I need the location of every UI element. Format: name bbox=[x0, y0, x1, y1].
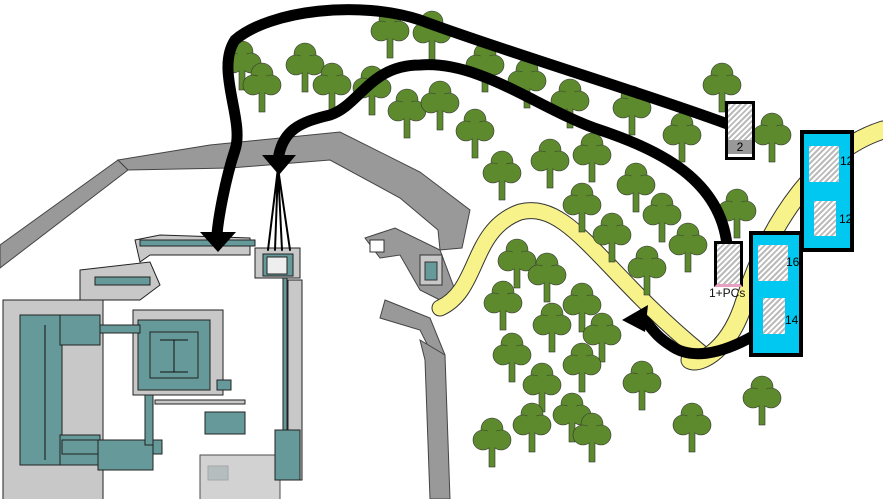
tree-icon bbox=[668, 222, 708, 273]
tree-icon bbox=[370, 8, 410, 59]
scout-count: 2 bbox=[728, 140, 752, 154]
tree-icon bbox=[562, 282, 602, 333]
tree-icon bbox=[592, 212, 632, 263]
tree-icon bbox=[562, 182, 602, 233]
party-label: 1+PCs bbox=[709, 286, 746, 300]
forest bbox=[222, 8, 792, 468]
tree-icon bbox=[492, 332, 532, 383]
tree-icon bbox=[616, 162, 656, 213]
tree-icon bbox=[530, 138, 570, 189]
tree-icon bbox=[242, 62, 282, 113]
arrow-heads bbox=[200, 155, 648, 332]
tree-icon bbox=[483, 280, 523, 331]
movement-arrows bbox=[211, 4, 761, 360]
tree-icon bbox=[497, 238, 537, 289]
tree-icon bbox=[622, 360, 662, 411]
tree-icon bbox=[285, 42, 325, 93]
tree-icon bbox=[572, 132, 612, 183]
tree-icon bbox=[642, 192, 682, 243]
tree-icon bbox=[312, 62, 352, 113]
tree-icon bbox=[472, 417, 512, 468]
inner-castle bbox=[2, 234, 303, 499]
unit-count: 16 bbox=[786, 255, 800, 269]
soldier-icon bbox=[763, 298, 785, 334]
soldier-icon bbox=[758, 245, 788, 281]
tree-icon bbox=[420, 80, 460, 131]
tree-icon bbox=[627, 245, 667, 296]
outer-route-arrow bbox=[211, 4, 736, 241]
tree-icon bbox=[552, 392, 592, 443]
party-unit[interactable] bbox=[714, 241, 743, 287]
tree-icon bbox=[582, 312, 622, 363]
tree-icon bbox=[742, 375, 782, 426]
assault-arrow bbox=[634, 312, 761, 360]
tree-icon bbox=[532, 302, 572, 353]
tree-icon bbox=[522, 362, 562, 413]
unit-count: 12 bbox=[840, 154, 854, 168]
tree-icon bbox=[717, 188, 757, 239]
soldier-icon bbox=[814, 201, 836, 236]
tree-icon bbox=[527, 252, 567, 303]
tree-icon bbox=[672, 402, 712, 453]
inner-route-arrow bbox=[272, 59, 733, 251]
unit-group-a[interactable]: 12 12 bbox=[800, 130, 854, 252]
tree-icon bbox=[752, 112, 792, 163]
tree-icon bbox=[562, 342, 602, 393]
tree-icon bbox=[387, 88, 427, 139]
unit-group-b[interactable]: 16 14 bbox=[749, 231, 803, 357]
unit-count: 12 bbox=[839, 212, 853, 226]
tree-icon bbox=[662, 112, 702, 163]
tree-icon bbox=[455, 108, 495, 159]
soldier-icon bbox=[809, 146, 839, 182]
tree-icon bbox=[572, 412, 612, 463]
gate-tower bbox=[369, 239, 443, 286]
unit-count: 14 bbox=[785, 313, 799, 327]
soldier-icon bbox=[728, 104, 752, 140]
tree-icon bbox=[512, 402, 552, 453]
tree-icon bbox=[482, 150, 522, 201]
scout-unit[interactable]: 2 bbox=[725, 101, 755, 160]
